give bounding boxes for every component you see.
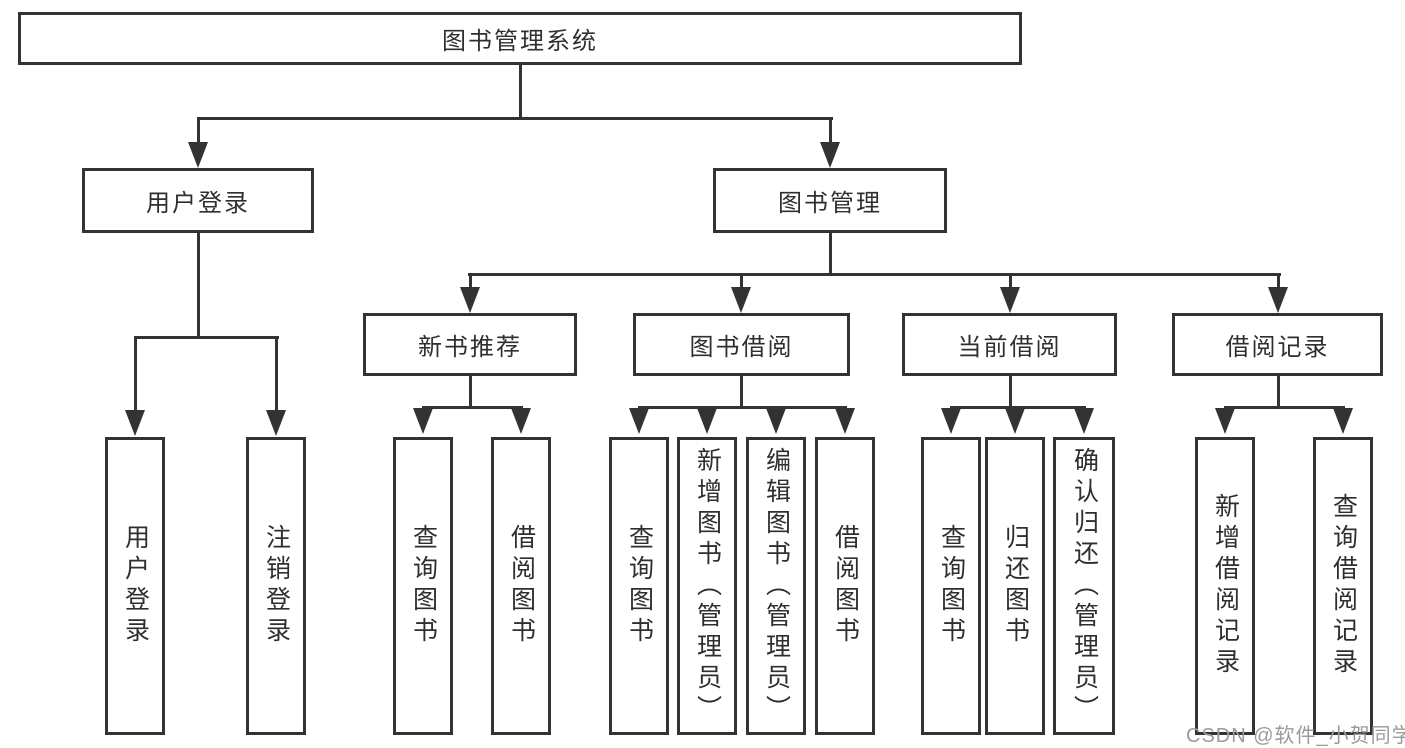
arrowhead-down-icon — [1000, 287, 1020, 313]
connector-shaft — [740, 275, 743, 289]
leaf-current-query-books: 查询图书 — [921, 437, 981, 735]
arrowhead-down-icon — [731, 287, 751, 313]
connector-user-login-stub — [197, 232, 200, 338]
node-new-book-recommend-label: 新书推荐 — [418, 334, 522, 361]
arrowhead-down-icon — [266, 410, 286, 436]
leaf-borrowing-query-books-label: 查询图书 — [625, 524, 654, 648]
node-book-borrowing-label: 图书借阅 — [689, 334, 794, 361]
connector-level3-split — [468, 273, 1281, 276]
leaf-newbook-borrow-books: 借阅图书 — [491, 437, 551, 735]
arrowhead-down-icon — [413, 408, 433, 434]
node-library-system: 图书管理系统 — [18, 12, 1022, 65]
connector-shaft — [1009, 275, 1012, 289]
node-borrowing-records-label: 借阅记录 — [1225, 334, 1330, 361]
leaf-newbook-query-books-label: 查询图书 — [409, 524, 438, 648]
connector-borrowing-split — [638, 406, 847, 409]
arrowhead-down-icon — [820, 142, 840, 168]
node-user-login-label: 用户登录 — [146, 190, 250, 217]
arrowhead-down-icon — [697, 408, 717, 434]
connector-shaft — [197, 118, 200, 146]
leaf-borrowing-borrow-books-label: 借阅图书 — [831, 524, 860, 648]
arrowhead-down-icon — [188, 142, 208, 168]
arrowhead-down-icon — [941, 408, 961, 434]
node-user-login: 用户登录 — [82, 168, 314, 233]
leaf-logout-label: 注销登录 — [262, 524, 291, 648]
arrowhead-down-icon — [1074, 408, 1094, 434]
leaf-current-query-books-label: 查询图书 — [937, 524, 966, 648]
connector-level2-split — [197, 117, 833, 120]
leaf-borrowing-query-books: 查询图书 — [609, 437, 669, 735]
leaf-current-confirm-return-admin-label: 确认归还（管理员） — [1070, 446, 1099, 726]
arrowhead-down-icon — [1333, 408, 1353, 434]
node-current-borrowing-label: 当前借阅 — [957, 334, 1062, 361]
connector-book-mgmt-stub — [829, 232, 832, 276]
leaf-borrowing-add-book-admin: 新增图书（管理员） — [677, 437, 737, 735]
leaf-newbook-query-books: 查询图书 — [393, 437, 453, 735]
leaf-newbook-borrow-books-label: 借阅图书 — [507, 524, 536, 648]
arrowhead-down-icon — [125, 410, 145, 436]
node-borrowing-records: 借阅记录 — [1172, 313, 1383, 376]
connector-shaft — [829, 118, 832, 146]
node-library-system-label: 图书管理系统 — [442, 28, 598, 55]
leaf-records-add-record: 新增借阅记录 — [1195, 437, 1255, 735]
connector-shaft — [469, 275, 472, 289]
node-book-borrowing: 图书借阅 — [633, 313, 850, 376]
connector-newbook-split — [422, 406, 523, 409]
leaf-borrowing-edit-book-admin-label: 编辑图书（管理员） — [762, 446, 791, 726]
connector-current-split — [950, 406, 1086, 409]
arrowhead-down-icon — [766, 408, 786, 434]
connector-root-trunk — [519, 64, 522, 119]
arrowhead-down-icon — [511, 408, 531, 434]
node-book-management: 图书管理 — [713, 168, 947, 233]
arrowhead-down-icon — [629, 408, 649, 434]
leaf-borrowing-edit-book-admin: 编辑图书（管理员） — [746, 437, 806, 735]
connector-current-stub — [1009, 375, 1012, 408]
node-current-borrowing: 当前借阅 — [902, 313, 1117, 376]
connector-records-split — [1224, 406, 1345, 409]
leaf-borrowing-add-book-admin-label: 新增图书（管理员） — [693, 446, 722, 726]
connector-shaft — [134, 338, 137, 412]
leaf-current-return-books: 归还图书 — [985, 437, 1045, 735]
connector-records-stub — [1277, 375, 1280, 408]
leaf-borrowing-borrow-books: 借阅图书 — [815, 437, 875, 735]
leaf-current-return-books-label: 归还图书 — [1001, 524, 1030, 648]
leaf-records-query-record-label: 查询借阅记录 — [1329, 493, 1358, 679]
leaf-user-login-label: 用户登录 — [121, 524, 150, 648]
arrowhead-down-icon — [460, 287, 480, 313]
csdn-watermark: CSDN @软件_小贺同学 — [1186, 725, 1405, 747]
arrowhead-down-icon — [1268, 287, 1288, 313]
leaf-user-login: 用户登录 — [105, 437, 165, 735]
connector-borrowing-stub — [740, 375, 743, 408]
arrowhead-down-icon — [835, 408, 855, 434]
arrowhead-down-icon — [1005, 408, 1025, 434]
connector-shaft — [275, 338, 278, 412]
connector-shaft — [1277, 275, 1280, 289]
leaf-records-add-record-label: 新增借阅记录 — [1211, 493, 1240, 679]
leaf-logout: 注销登录 — [246, 437, 306, 735]
arrowhead-down-icon — [1215, 408, 1235, 434]
leaf-records-query-record: 查询借阅记录 — [1313, 437, 1373, 735]
node-book-management-label: 图书管理 — [778, 190, 882, 217]
leaf-current-confirm-return-admin: 确认归还（管理员） — [1053, 437, 1115, 735]
node-new-book-recommend: 新书推荐 — [363, 313, 577, 376]
connector-user-login-split — [134, 336, 279, 339]
connector-newbook-stub — [469, 375, 472, 408]
